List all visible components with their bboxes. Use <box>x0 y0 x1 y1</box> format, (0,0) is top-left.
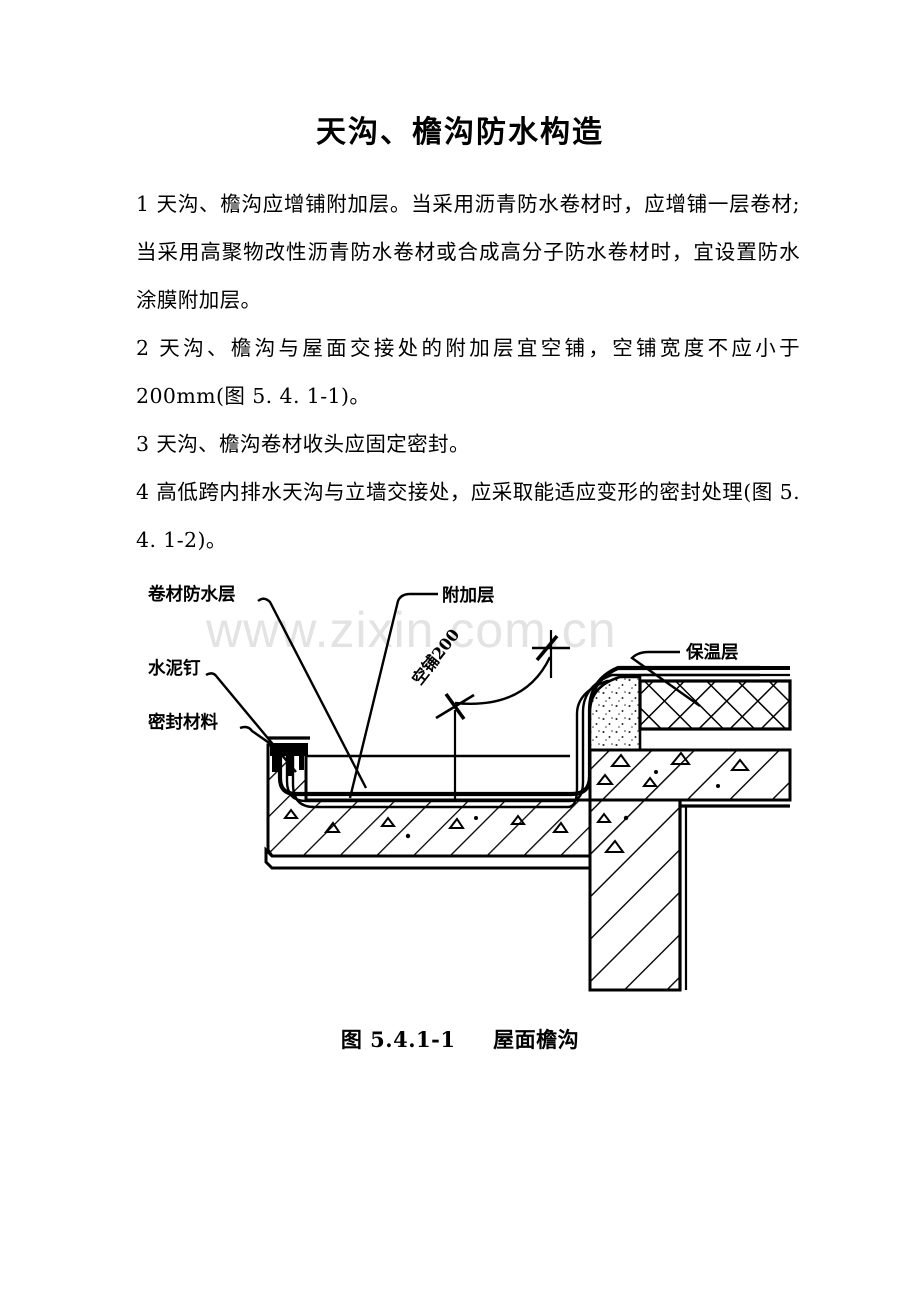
figure-drawing: 空铺200 卷材防水层 水泥钉 密封材料 附加层 <box>147 584 792 992</box>
paragraph-4: 4 高低跨内排水天沟与立墙交接处，应采取能适应变形的密封处理(图 5. 4. 1… <box>136 480 807 552</box>
body-text-block: 1 天沟、檐沟应增铺附加层。当采用沥青防水卷材时，应增铺一层卷材; 当采用高聚物… <box>136 180 800 564</box>
wall-inner-face <box>678 800 790 990</box>
figure-caption-title: 屋面檐沟 <box>493 1027 580 1052</box>
figure-caption-number: 图 5.4.1-1 <box>340 1027 456 1052</box>
label-cement-nail: 水泥钉 <box>148 658 201 679</box>
label-insulation: 保温层 <box>685 642 739 663</box>
aggregate-marks-gutter <box>283 808 569 839</box>
roof-corner-fillet <box>588 675 642 752</box>
leader-membrane <box>257 597 368 789</box>
page-title: 天沟、檐沟防水构造 <box>316 115 604 150</box>
paragraph-1: 1 天沟、檐沟应增铺附加层。当采用沥青防水卷材时，应增铺一层卷材; 当采用高聚物… <box>136 192 807 312</box>
label-membrane: 卷材防水层 <box>147 584 236 605</box>
label-sealant: 密封材料 <box>148 712 218 733</box>
insulation-layer <box>638 679 792 731</box>
membrane-waterproof-layer <box>277 665 760 809</box>
aggregate-marks-structure <box>595 751 751 853</box>
leader-insulation <box>630 650 701 707</box>
leader-extra-layer <box>348 592 438 799</box>
roof-structural-slab <box>588 748 792 802</box>
label-extra-layer: 附加层 <box>442 585 495 606</box>
leader-sealant <box>239 725 289 757</box>
paragraph-2: 2 天沟、檐沟与屋面交接处的附加层宜空铺，空铺宽度不应小于200mm(图 5. … <box>136 336 800 408</box>
dimension-label-loose-laid: 空铺200 <box>408 625 463 688</box>
paragraph-3: 3 天沟、檐沟卷材收头应固定密封。 <box>136 432 470 456</box>
figure-roof-gutter: 空铺200 卷材防水层 水泥钉 密封材料 附加层 <box>0 560 920 1080</box>
figure-caption: 图 5.4.1-1 屋面檐沟 <box>0 1024 920 1054</box>
wall-structure <box>588 798 682 992</box>
dimension-loose-laid-200 <box>435 630 570 800</box>
leader-cement-nail <box>205 672 297 773</box>
